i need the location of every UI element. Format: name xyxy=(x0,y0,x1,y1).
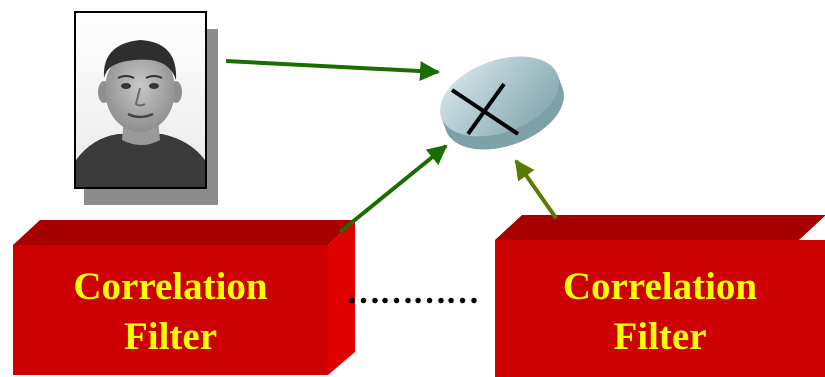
arrow-left-filter-to-multiplier xyxy=(338,144,448,234)
photo-shirt xyxy=(76,134,205,187)
filter-right-line2: Filter xyxy=(613,315,707,358)
filter-left-line1: Correlation xyxy=(73,265,268,308)
photo-nose xyxy=(134,87,146,107)
photo-mouth xyxy=(127,112,154,119)
arrow-right-filter-to-multiplier xyxy=(514,159,558,220)
cylinder-top xyxy=(440,56,560,137)
photo-hair xyxy=(103,40,177,80)
ellipsis-dots: ………… xyxy=(346,274,480,311)
multiply-cylinder-icon xyxy=(440,56,564,150)
photo-eye-left xyxy=(121,83,131,89)
correlation-filter-box-right xyxy=(495,215,825,377)
filter-label-right: Correlation Filter xyxy=(495,262,825,362)
box-right-top xyxy=(495,215,825,240)
face-photo xyxy=(74,11,218,205)
cross-stroke-2 xyxy=(466,82,506,136)
multiply-sign-icon xyxy=(450,82,520,136)
box-left-side xyxy=(328,220,355,375)
photo-brow-right xyxy=(145,75,163,79)
arrow-photo-to-multiplier xyxy=(225,59,440,82)
filter-left-line2: Filter xyxy=(123,315,218,358)
correlation-filter-box-left xyxy=(13,220,355,375)
photo-eye-right xyxy=(149,83,159,89)
box-right-front xyxy=(495,240,825,377)
photo-brow-left xyxy=(117,75,135,79)
filter-label-left: Correlation Filter xyxy=(13,262,328,362)
box-left-front xyxy=(13,245,328,375)
box-left-top xyxy=(13,220,355,245)
filter-right-line1: Correlation xyxy=(562,265,758,308)
